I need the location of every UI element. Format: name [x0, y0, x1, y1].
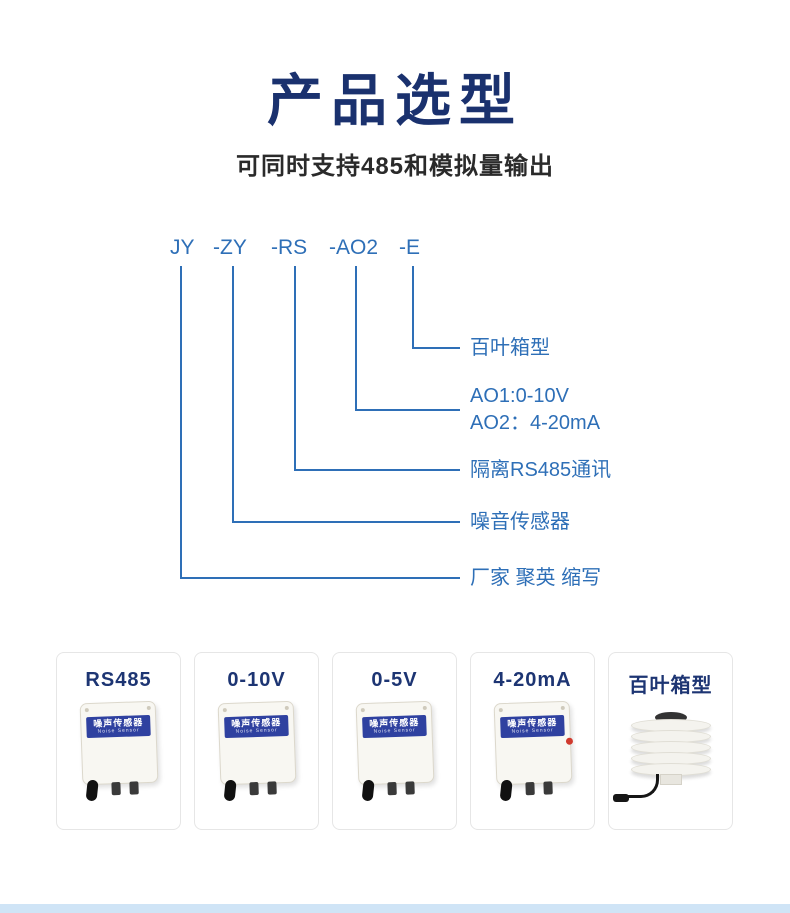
cable — [625, 774, 659, 798]
product-card-label: 百叶箱型 — [628, 675, 713, 697]
cable-gland — [110, 781, 121, 796]
sensor-body: 噪声传感器 Noise Sensor — [493, 700, 573, 802]
sensor-band-text-en: Noise Sensor — [372, 727, 416, 735]
model-code-segment-e: -E — [399, 236, 420, 259]
connector-line — [232, 266, 234, 523]
sensor-label-band: 噪声传感器 Noise Sensor — [499, 714, 565, 739]
shelter-bracket — [659, 774, 682, 785]
microphone — [361, 779, 375, 802]
code-label-rs485: 隔离RS485通讯 — [470, 459, 612, 481]
code-label-shelter: 百叶箱型 — [470, 337, 550, 359]
cable-gland — [404, 781, 415, 795]
sensor-body: 噪声传感器 Noise Sensor — [79, 700, 158, 802]
connector-line — [412, 347, 460, 349]
cable-plug — [613, 794, 629, 802]
sensor-band-text-en: Noise Sensor — [234, 727, 278, 735]
connector-line — [180, 577, 460, 579]
sensor-band-text-en: Noise Sensor — [96, 727, 140, 735]
connector-line — [355, 409, 460, 411]
cable-gland — [128, 781, 139, 795]
product-card-0-5v: 0-5V 噪声传感器 Noise Sensor — [332, 652, 457, 830]
sensor-body: 噪声传感器 Noise Sensor — [217, 700, 296, 802]
cable-gland — [542, 781, 553, 795]
product-card-0-10v: 0-10V 噪声传感器 Noise Sensor — [194, 652, 319, 830]
microphone — [85, 779, 99, 802]
sensor-label-band: 噪声传感器 Noise Sensor — [361, 714, 427, 739]
model-code-segment-jy: JY — [170, 236, 195, 259]
product-card-label: RS485 — [85, 669, 152, 691]
noise-sensor-photo: 噪声传感器 Noise Sensor — [333, 698, 456, 816]
cable-gland — [266, 781, 277, 795]
microphone — [223, 779, 237, 802]
noise-sensor-photo: 噪声传感器 Noise Sensor — [195, 698, 318, 816]
sensor-label-band: 噪声传感器 Noise Sensor — [223, 714, 289, 739]
indicator-dot — [565, 737, 573, 745]
connector-line — [294, 469, 460, 471]
connector-line — [294, 266, 296, 471]
cable-gland — [248, 781, 259, 796]
code-label-ao1: AO1:0-10V — [470, 385, 569, 407]
model-code-segment-rs: -RS — [271, 236, 308, 259]
connector-line — [412, 266, 414, 349]
screw — [560, 705, 565, 711]
connector-line — [355, 266, 357, 411]
product-card-rs485: RS485 噪声传感器 Noise Sensor — [56, 652, 181, 830]
connector-line — [180, 266, 182, 579]
code-label-noise-sensor: 噪音传感器 — [470, 511, 570, 533]
cable-gland — [524, 781, 535, 796]
screw — [222, 708, 227, 713]
microphone — [499, 779, 513, 802]
screw — [360, 708, 365, 713]
screw — [422, 705, 427, 711]
noise-sensor-photo: 噪声传感器 Noise Sensor — [471, 698, 594, 816]
page-title: 产品选型 — [267, 69, 523, 132]
code-label-analog-output: AO1:0-10V AO2：4-20mA — [470, 383, 600, 437]
product-card-label: 4-20mA — [493, 669, 572, 691]
product-card-label: 0-10V — [227, 669, 286, 691]
cable-gland — [386, 781, 397, 796]
sensor-label-band: 噪声传感器 Noise Sensor — [85, 714, 151, 739]
connector-line — [232, 521, 460, 523]
product-card-shelter: 百叶箱型 — [608, 652, 733, 830]
noise-sensor-photo: 噪声传感器 Noise Sensor — [57, 698, 180, 816]
code-label-manufacturer: 厂家 聚英 缩写 — [470, 567, 602, 589]
product-card-label: 0-5V — [371, 669, 418, 691]
screw — [498, 708, 503, 713]
shelter-cap — [654, 712, 687, 723]
code-label-ao2: AO2：4-20mA — [470, 412, 601, 434]
footer-accent-strip — [0, 904, 790, 913]
sensor-body: 噪声传感器 Noise Sensor — [355, 700, 434, 802]
screw — [284, 705, 289, 711]
screw — [146, 705, 151, 711]
product-card-row: RS485 噪声传感器 Noise Sensor 0-10V — [56, 652, 733, 830]
model-code-segment-ao2: -AO2 — [329, 236, 379, 259]
louver-shelter-photo — [609, 704, 732, 822]
page-subtitle: 可同时支持485和模拟量输出 — [235, 153, 555, 180]
model-code-segment-zy: -ZY — [213, 236, 247, 259]
sensor-band-text-en: Noise Sensor — [510, 727, 554, 735]
product-card-4-20ma: 4-20mA 噪声传感器 Noise Sensor — [470, 652, 595, 830]
screw — [84, 708, 89, 713]
model-code-diagram: JY -ZY -RS -AO2 -E 百叶箱型 AO1:0-10V AO2：4-… — [170, 236, 612, 589]
